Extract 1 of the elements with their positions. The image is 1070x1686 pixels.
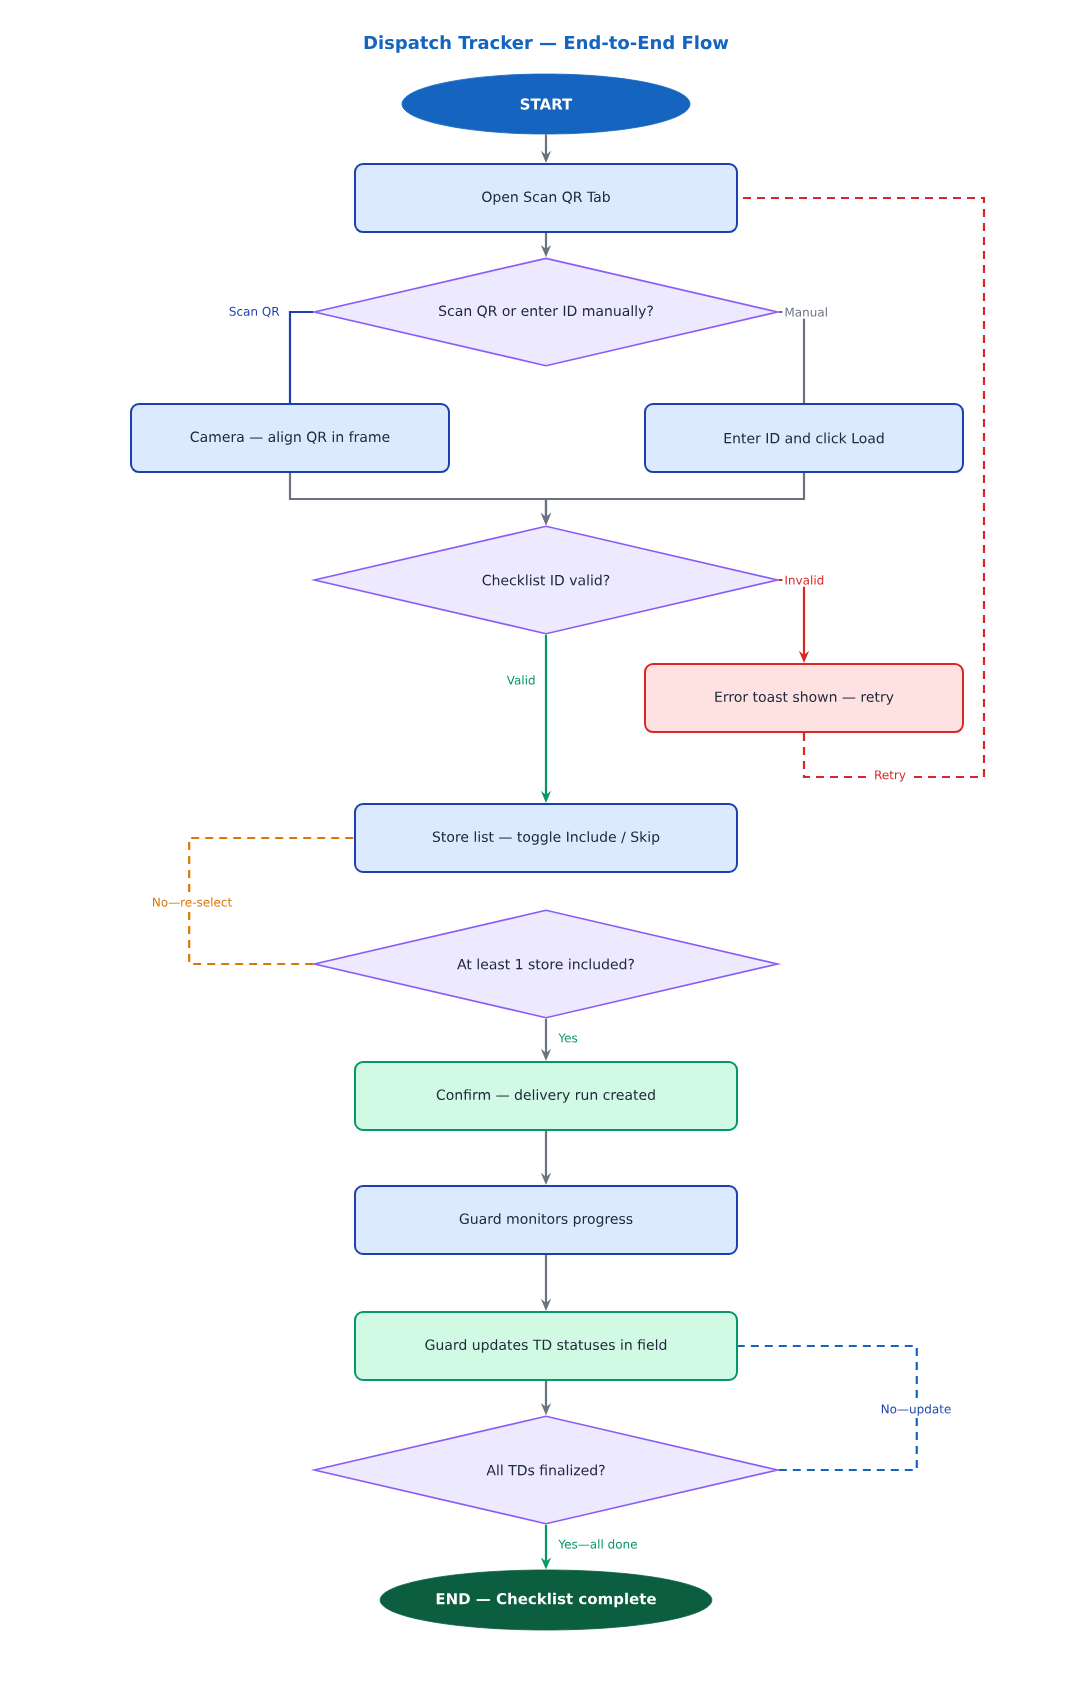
title: Dispatch Tracker — End-to-End Flow [364,35,729,53]
